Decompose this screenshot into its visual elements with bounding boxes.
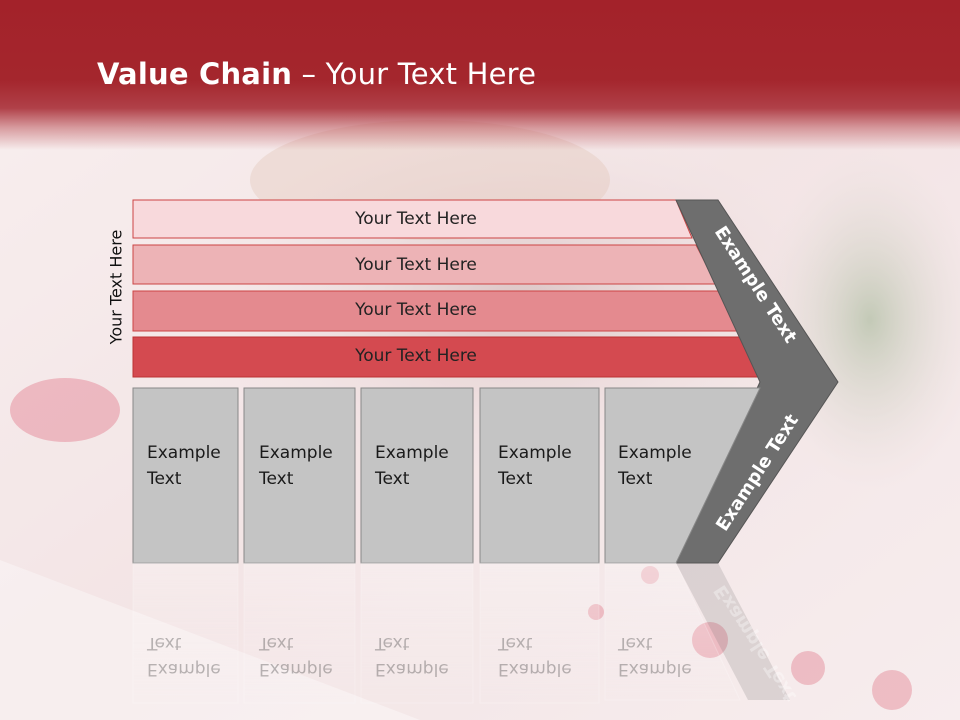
- page-title-rest: – Your Text Here: [292, 57, 537, 91]
- band-label-1: Your Text Here: [355, 209, 477, 229]
- title-bar: [0, 0, 960, 150]
- page-title-bold: Value Chain: [97, 57, 293, 91]
- box-label-1: Example Text: [147, 440, 221, 492]
- box-1: [132, 387, 239, 564]
- box-label-4: Example Text: [498, 440, 572, 492]
- box-label-2-line2: Text: [259, 469, 294, 489]
- box-reflection-4-line1: Example: [498, 659, 572, 679]
- box-label-5-line2: Text: [618, 469, 653, 489]
- box-label-2: Example Text: [259, 440, 333, 492]
- box-reflection-3-line1: Example: [375, 659, 449, 679]
- chevron-arrow: [675, 199, 839, 564]
- band-label-2: Your Text Here: [355, 255, 477, 275]
- box-label-1-line2: Text: [147, 469, 182, 489]
- band-label-3: Your Text Here: [355, 300, 477, 320]
- box-reflection-5: Example Text: [618, 630, 692, 682]
- box-label-4-line2: Text: [498, 469, 533, 489]
- box-4: [479, 387, 600, 564]
- box-reflection-2: Example Text: [259, 630, 333, 682]
- band-1: [132, 199, 693, 239]
- box-3: [360, 387, 474, 564]
- box-reflection-3: Example Text: [375, 630, 449, 682]
- reflection: [132, 562, 790, 704]
- box-reflection-2-line1: Example: [259, 659, 333, 679]
- page-title: Value Chain – Your Text Here: [97, 54, 536, 94]
- box-label-5: Example Text: [618, 440, 692, 492]
- band-label-4: Your Text Here: [355, 346, 477, 366]
- box-reflection-2-line2: Text: [259, 633, 294, 653]
- box-label-5-line1: Example: [618, 443, 692, 463]
- box-reflection-1-line1: Example: [147, 659, 221, 679]
- box-label-1-line1: Example: [147, 443, 221, 463]
- box-label-3-line2: Text: [375, 469, 410, 489]
- box-reflection-3-line2: Text: [375, 633, 410, 653]
- box-label-3-line1: Example: [375, 443, 449, 463]
- box-label-2-line1: Example: [259, 443, 333, 463]
- box-2: [243, 387, 356, 564]
- box-label-4-line1: Example: [498, 443, 572, 463]
- box-reflection-5-line1: Example: [618, 659, 692, 679]
- box-reflection-1-line2: Text: [147, 633, 182, 653]
- box-reflection-5-line2: Text: [618, 633, 653, 653]
- box-reflection-4: Example Text: [498, 630, 572, 682]
- box-reflection-4-line2: Text: [498, 633, 533, 653]
- box-reflection-1: Example Text: [147, 630, 221, 682]
- box-label-3: Example Text: [375, 440, 449, 492]
